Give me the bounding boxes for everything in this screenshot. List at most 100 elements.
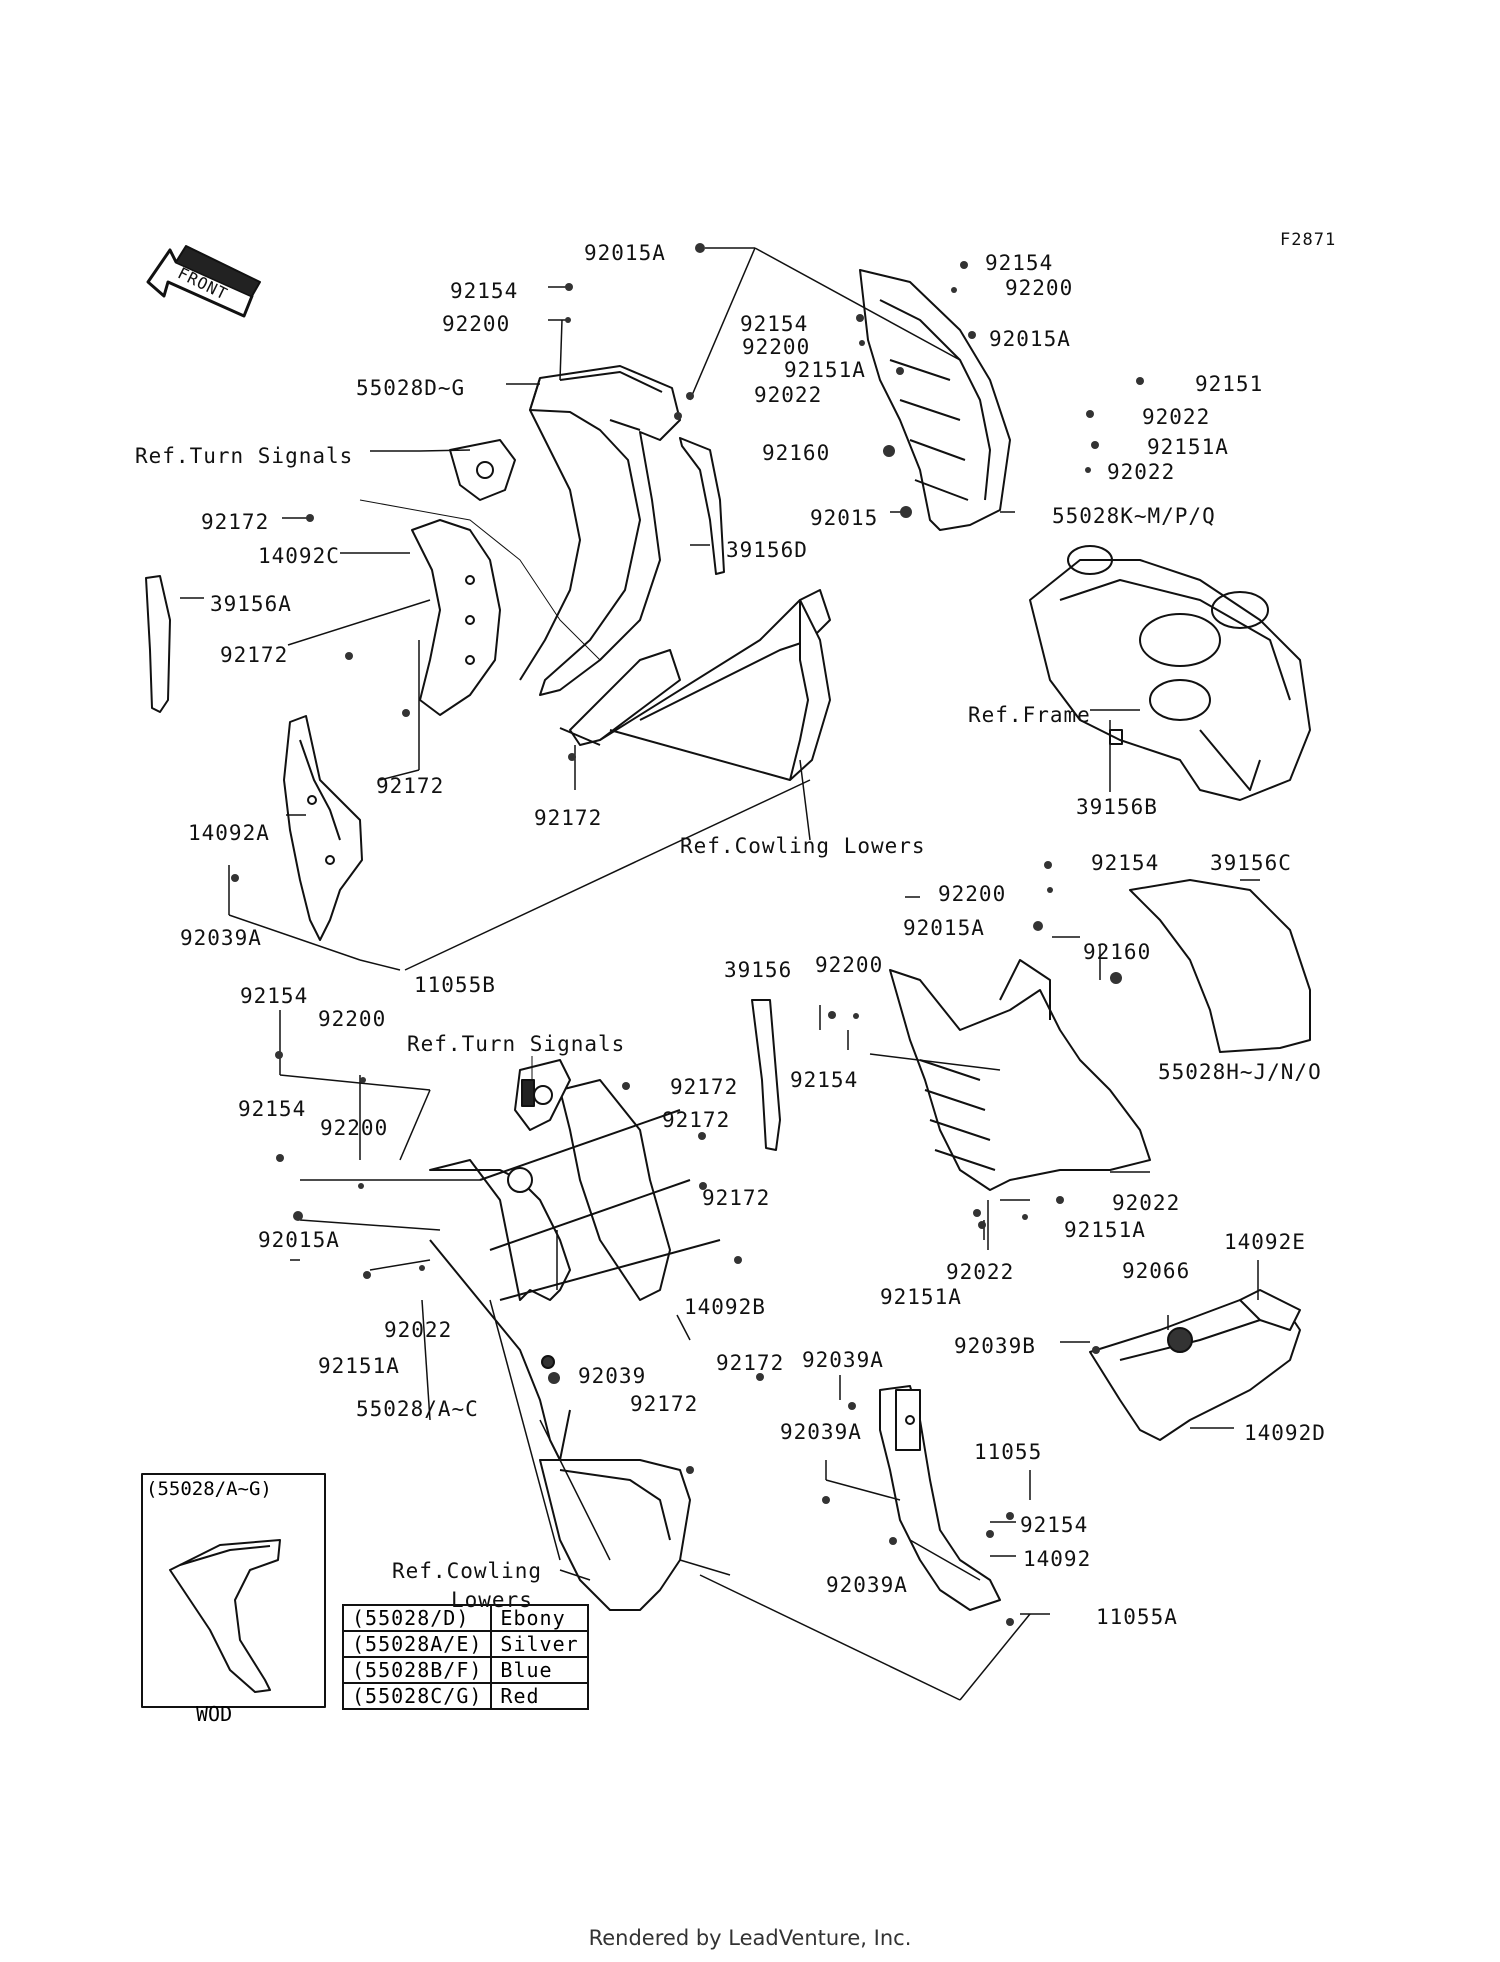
callout-55028k-m-p-q: 55028K~M/P/Q: [1052, 504, 1216, 528]
pad-39156c: [1129, 879, 1311, 1053]
callout-92022-right-a: 92022: [1142, 405, 1211, 429]
strip-39156d: [679, 437, 725, 575]
callout-92015a-right: 92015A: [989, 327, 1071, 351]
callout-39156: 39156: [724, 958, 793, 982]
callout-ref-frame: Ref.Frame: [968, 703, 1091, 727]
callout-92151a-mid: 92151A: [784, 358, 866, 382]
callout-92151a-right: 92151A: [1147, 435, 1229, 459]
callout-92154-r3: 92154: [790, 1068, 859, 1092]
color-name: Ebony: [490, 1604, 589, 1632]
strip-39156a: [145, 575, 171, 713]
frame: [1029, 545, 1311, 801]
callout-92022-lower-left: 92022: [384, 1318, 453, 1342]
callout-ref-turn-signals-top: Ref.Turn Signals: [135, 444, 354, 468]
callout-92172-e: 92172: [670, 1075, 739, 1099]
callout-92039b: 92039B: [954, 1334, 1036, 1358]
callout-92172-i: 92172: [630, 1392, 699, 1416]
callout-92015a-top: 92015A: [584, 241, 666, 265]
callout-92154-r2: 92154: [1091, 851, 1160, 875]
panel-14092d: [1089, 1299, 1301, 1441]
callout-92154-lower-right: 92154: [1020, 1513, 1089, 1537]
callout-14092a: 14092A: [188, 821, 270, 845]
turn-signal-lower: [514, 1056, 571, 1131]
callout-11055b: 11055B: [414, 973, 496, 997]
color-code: (55028A/E): [341, 1630, 493, 1658]
callout-92160-lower: 92160: [1083, 940, 1152, 964]
callout-92151a-lower-left: 92151A: [318, 1354, 400, 1378]
callout-92154-lower-b: 92154: [238, 1097, 307, 1121]
callout-ref-turn-signals-lower: Ref.Turn Signals: [407, 1032, 626, 1056]
callout-ref-cowling-lowers-top: Ref.Cowling Lowers: [680, 834, 926, 858]
callout-92200-mid: 92200: [742, 335, 811, 359]
color-code: (55028B/F): [341, 1656, 493, 1684]
table-row: (55028C/G) Red: [341, 1682, 589, 1710]
color-code-table: (55028/D) Ebony (55028A/E) Silver (55028…: [341, 1604, 589, 1710]
callout-92200-right: 92200: [1005, 276, 1074, 300]
color-code: (55028/D): [341, 1604, 493, 1632]
strip-39156: [751, 999, 781, 1151]
callout-92172-a: 92172: [201, 510, 270, 534]
callout-92200-r2: 92200: [938, 882, 1007, 906]
callout-92160-upper: 92160: [762, 441, 831, 465]
color-name: Red: [490, 1682, 589, 1710]
callout-92039a-left: 92039A: [180, 926, 262, 950]
callout-92015a-r2: 92015A: [903, 916, 985, 940]
lower-bottom-cowling: [539, 1459, 691, 1611]
table-row: (55028/D) Ebony: [341, 1604, 589, 1632]
callout-92039a-lower: 92039A: [780, 1420, 862, 1444]
callout-55028h-j-n-o: 55028H~J/N/O: [1158, 1060, 1322, 1084]
callout-11055: 11055: [974, 1440, 1043, 1464]
callout-92022-lower-right: 92022: [1112, 1191, 1181, 1215]
callout-ref-cowling-lowers-bottom-1: Ref.Cowling: [392, 1559, 543, 1583]
right-upper-duct: [859, 269, 1011, 531]
callout-92015: 92015: [810, 506, 879, 530]
turn-signal-upper: [449, 439, 516, 501]
callout-92172-f: 92172: [662, 1108, 731, 1132]
lower-bracket-panel: [559, 589, 831, 781]
callout-14092: 14092: [1023, 1547, 1092, 1571]
front-arrow-icon: [146, 245, 261, 318]
callout-92154-mid: 92154: [740, 312, 809, 336]
callout-39156c: 39156C: [1210, 851, 1292, 875]
callout-92151-right: 92151: [1195, 372, 1264, 396]
lower-cowling-left: [429, 1079, 721, 1461]
callout-92172-d: 92172: [534, 806, 603, 830]
callout-11055a: 11055A: [1096, 1605, 1178, 1629]
callout-92151a-lower-right: 92151A: [1064, 1218, 1146, 1242]
callout-55028d-g: 55028D~G: [356, 376, 466, 400]
right-lower-panel: [889, 959, 1151, 1191]
callout-39156d: 39156D: [726, 538, 808, 562]
callout-14092e: 14092E: [1224, 1230, 1306, 1254]
callout-92015a-lower: 92015A: [258, 1228, 340, 1252]
callout-92039: 92039: [578, 1364, 647, 1388]
callout-92172-c: 92172: [376, 774, 445, 798]
table-row: (55028B/F) Blue: [341, 1656, 589, 1684]
callout-92200-lower-b: 92200: [320, 1116, 389, 1140]
upper-cowling-left: [359, 365, 681, 696]
callout-92200-lower-a: 92200: [318, 1007, 387, 1031]
callout-39156a: 39156A: [210, 592, 292, 616]
callout-14092b: 14092B: [684, 1295, 766, 1319]
callout-92172-g: 92172: [702, 1186, 771, 1210]
callout-92022-mid: 92022: [754, 383, 823, 407]
table-row: (55028A/E) Silver: [341, 1630, 589, 1658]
footer-credit: Rendered by LeadVenture, Inc.: [588, 1926, 912, 1950]
callout-92200-r3: 92200: [815, 953, 884, 977]
color-name: Silver: [490, 1630, 589, 1658]
wod-box-title: (55028/A~G): [146, 1478, 272, 1500]
callout-92022-right-b: 92022: [1107, 460, 1176, 484]
callout-92039a-bottom: 92039A: [826, 1573, 908, 1597]
callout-92022-lower-mid: 92022: [946, 1260, 1015, 1284]
callout-14092c: 14092C: [258, 544, 340, 568]
callout-92154-lower-a: 92154: [240, 984, 309, 1008]
callout-92154-left: 92154: [450, 279, 519, 303]
callout-92172-h: 92172: [716, 1351, 785, 1375]
callout-92151a-lower-mid: 92151A: [880, 1285, 962, 1309]
figure-id: F2871: [1280, 230, 1337, 250]
color-name: Blue: [490, 1656, 589, 1684]
callout-14092d: 14092D: [1244, 1421, 1326, 1445]
callout-39156b: 39156B: [1076, 795, 1158, 819]
callout-55028-a-c: 55028/A~C: [356, 1397, 479, 1421]
